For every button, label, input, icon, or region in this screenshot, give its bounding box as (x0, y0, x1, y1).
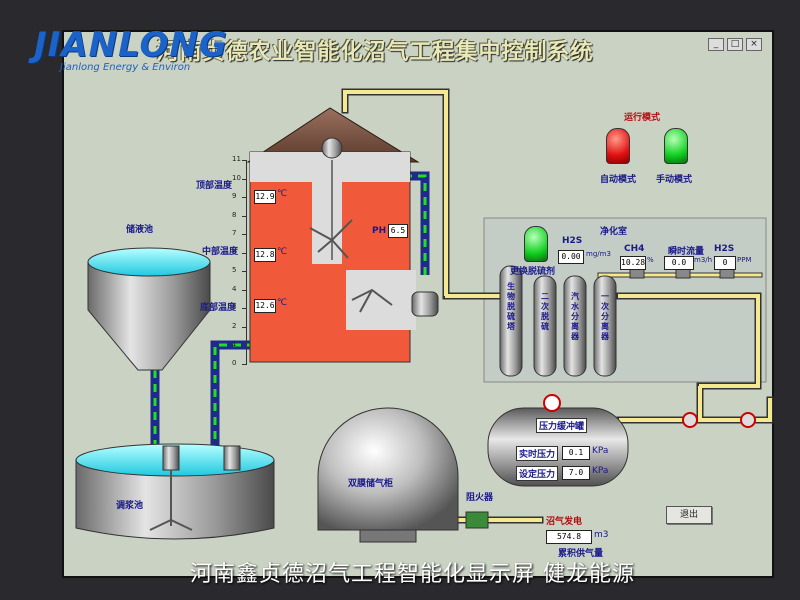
gas-holder (317, 407, 459, 543)
mid-temp-unit: ℃ (277, 247, 288, 257)
scale-axis (246, 160, 247, 364)
logo-text: JIANLONG (34, 25, 228, 65)
storage-tank (87, 247, 211, 371)
scale-tick: 1 (232, 340, 237, 349)
digester-tank (246, 107, 439, 363)
mid-temp-value: 12.8 (254, 248, 276, 262)
exit-button[interactable]: 退出 (666, 506, 712, 524)
actual-pressure-unit: KPa (592, 446, 609, 456)
total-gas-value: 574.8 (546, 530, 592, 544)
scale-tick: 6 (232, 247, 237, 256)
bottom-temp-value: 12.6 (254, 299, 276, 313)
run-mode-title: 运行模式 (624, 113, 661, 123)
scale-tick: 7 (232, 229, 237, 238)
close-button[interactable]: × (746, 38, 762, 51)
minimize-button[interactable]: _ (708, 38, 724, 51)
scale-tick-mark (242, 252, 247, 254)
scale-tick: 5 (232, 266, 237, 275)
mid-temp-label: 中部温度 (202, 247, 239, 257)
auto-mode-lamp[interactable] (606, 128, 630, 164)
scale-tick: 2 (232, 321, 237, 330)
scale-tick: 9 (232, 192, 237, 201)
window-title: 河南贞德农业智能化沼气工程集中控制系统 (156, 39, 594, 65)
scale-tick-mark (242, 178, 247, 180)
h2s-ppm-value: 0 (714, 256, 736, 270)
h2s-ppm-unit: PPM (737, 256, 752, 264)
purify-room-title: 净化室 (600, 227, 628, 237)
scale-tick-mark (242, 234, 247, 236)
h2s-value: 0.00 (558, 250, 584, 264)
photo-caption: 河南鑫贞德沼气工程智能化显示屏 健龙能源 (190, 562, 635, 587)
actual-pressure-value: 0.1 (562, 446, 590, 460)
set-pressure-label: 设定压力 (516, 466, 559, 481)
logo-subtext: Jianlong Energy & Environ (60, 62, 191, 73)
total-gas-unit: m3 (594, 530, 609, 540)
scale-tick: 0 (232, 359, 237, 367)
actual-pressure-label: 实时压力 (516, 446, 559, 461)
scale-tick: 4 (232, 284, 237, 293)
auto-mode-label: 自动模式 (600, 175, 637, 185)
tower-2-label: 二次脱硫 (541, 292, 549, 331)
tower-1-label: 生物脱硫塔 (507, 282, 515, 331)
scale-tick-mark (242, 308, 247, 310)
replace-desulfurizer-label: 更换脱硫剂 (510, 267, 556, 277)
manual-mode-lamp[interactable] (664, 128, 688, 164)
scale-tick-mark (242, 160, 247, 161)
mixing-tank (75, 443, 275, 540)
tower-3-label: 汽水分离器 (571, 292, 579, 341)
scale-tick-mark (242, 345, 247, 347)
tower-4-label: 一次分离器 (601, 292, 609, 341)
scale-tick: 10 (232, 173, 241, 182)
flow-value: 0.0 (664, 256, 694, 270)
scale-tick-mark (242, 197, 247, 199)
replace-desulfurizer-lamp[interactable] (524, 226, 548, 262)
scale-tick-mark (242, 364, 247, 365)
top-temp-label: 顶部温度 (196, 181, 233, 191)
flow-label: 瞬时流量 (668, 247, 705, 257)
h2s-unit: mg/m3 (586, 250, 611, 258)
storage-tank-label: 储液池 (126, 225, 154, 235)
flame-arrester-label: 阻火器 (466, 493, 494, 503)
bottom-temp-unit: ℃ (277, 298, 288, 308)
total-gas-label: 累积供气量 (558, 549, 604, 559)
scale-tick-mark (242, 215, 247, 217)
company-logo: JIANLONG Jianlong Energy & Environ (34, 28, 274, 84)
flow-unit: m3/h (694, 256, 713, 264)
scale-tick: 11 (232, 155, 241, 163)
bottom-temp-label: 底部温度 (200, 303, 237, 313)
ph-label: PH (372, 226, 387, 236)
purify-towers (499, 265, 617, 377)
h2s-ppm-label: H2S (714, 244, 735, 254)
ph-value: 6.5 (388, 224, 408, 238)
h2s-label: H2S (562, 236, 583, 246)
scale-tick: 8 (232, 210, 237, 219)
maximize-button[interactable]: □ (727, 38, 743, 51)
gas-holder-label: 双膜储气柜 (348, 479, 394, 489)
ch4-unit: % (647, 256, 654, 264)
manual-mode-label: 手动模式 (656, 175, 693, 185)
top-temp-unit: ℃ (277, 189, 288, 199)
top-temp-value: 12.9 (254, 190, 276, 204)
scale-tick-mark (242, 271, 247, 273)
scale-tick: 3 (232, 303, 237, 312)
ch4-value: 10.28 (620, 256, 646, 270)
scale-tick-mark (242, 289, 247, 291)
buffer-tank-title: 压力缓冲罐 (536, 418, 588, 433)
scale-tick-mark (242, 326, 247, 328)
set-pressure-unit: KPa (592, 466, 609, 476)
ch4-label: CH4 (624, 244, 645, 254)
window-controls: _ □ × (708, 38, 762, 51)
set-pressure-value: 7.0 (562, 466, 590, 480)
mixing-tank-label: 调浆池 (116, 501, 144, 511)
generator-label: 沼气发电 (546, 517, 583, 527)
